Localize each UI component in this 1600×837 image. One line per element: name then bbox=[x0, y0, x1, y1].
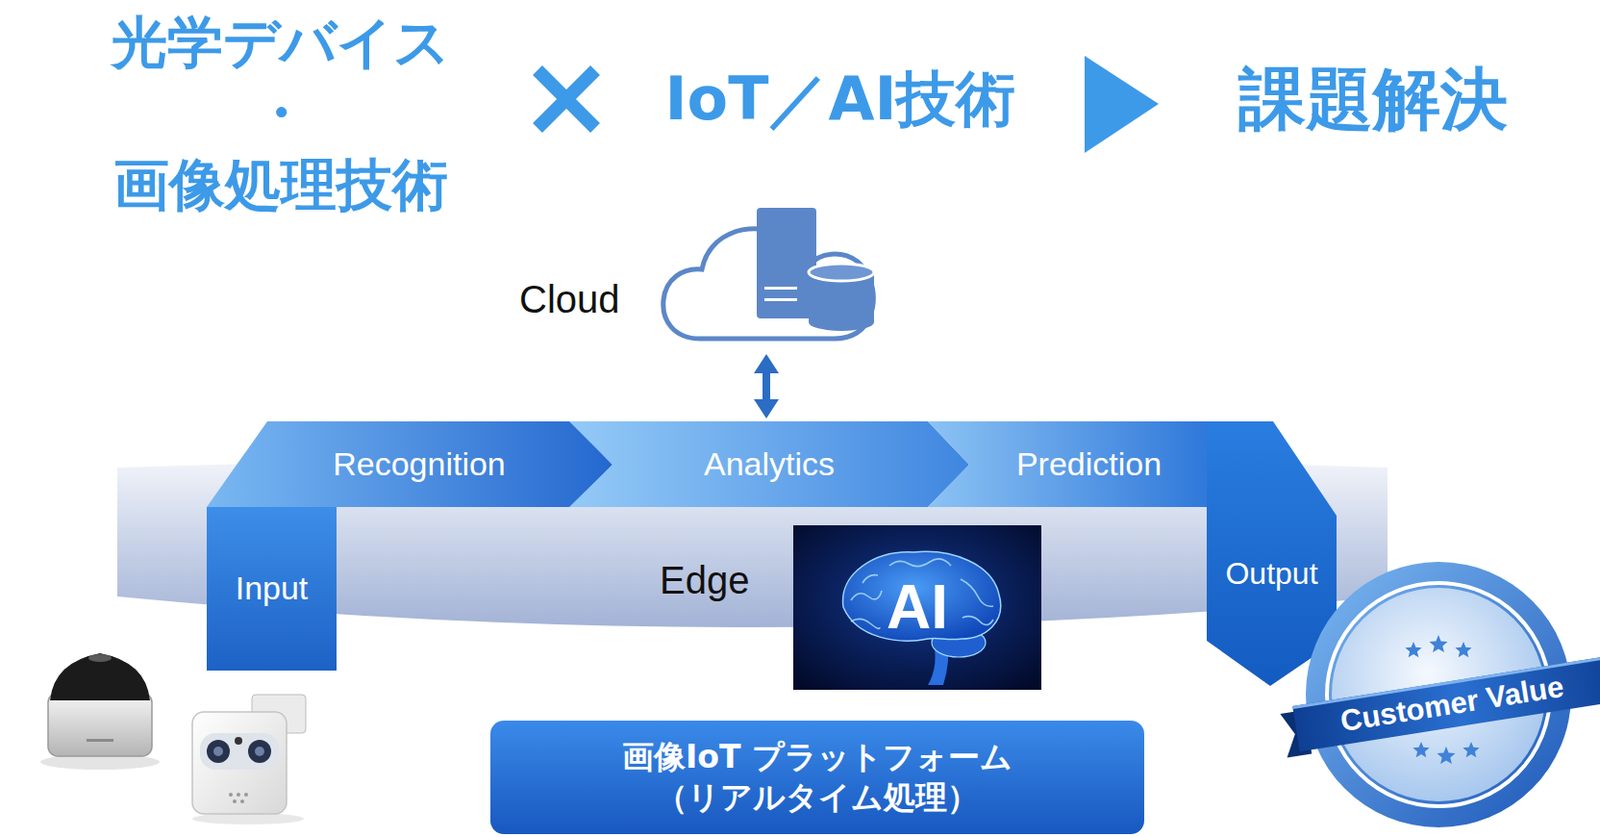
camera-face bbox=[200, 732, 279, 770]
camera-lens-glass bbox=[213, 746, 224, 756]
camera-body bbox=[192, 711, 287, 814]
brain-fold bbox=[962, 616, 994, 625]
camera-lens bbox=[248, 739, 272, 763]
brain-fold bbox=[889, 558, 951, 567]
database-top bbox=[808, 263, 875, 281]
ai-label: AI bbox=[886, 572, 949, 644]
edge-label: Edge bbox=[659, 557, 750, 602]
brain-fold bbox=[850, 618, 880, 628]
cloud-label: Cloud bbox=[519, 276, 621, 322]
ribbon-band bbox=[1292, 653, 1600, 751]
speaker-hole bbox=[228, 792, 233, 797]
cloud-node-shape bbox=[509, 197, 880, 351]
play-triangle bbox=[1084, 55, 1159, 153]
platform-box-shape bbox=[490, 720, 1145, 834]
times-mark bbox=[537, 70, 596, 128]
heading-text: ・ bbox=[252, 82, 309, 145]
flow-shape bbox=[927, 421, 1209, 507]
heading-text: 課題解決 bbox=[1238, 62, 1508, 137]
badge-star bbox=[1429, 634, 1449, 652]
heading-wrap: 画像処理技術 bbox=[113, 154, 449, 217]
input-box: Input bbox=[206, 506, 337, 671]
customer-value-badge: Customer Value bbox=[1305, 561, 1572, 827]
heading-wrap: IoT／AI技術 bbox=[664, 66, 1016, 132]
badge-outer bbox=[1305, 561, 1572, 827]
server-line bbox=[764, 286, 798, 290]
analytics-chevron: Analytics bbox=[569, 421, 970, 507]
platform-text: （リアルタイム処理） bbox=[655, 778, 979, 816]
io-label: Output bbox=[1225, 555, 1318, 592]
camera-sensor bbox=[234, 736, 243, 745]
camera-lens-glass bbox=[254, 746, 265, 756]
camera-dome bbox=[50, 652, 150, 700]
badge-star bbox=[1404, 641, 1422, 657]
speaker-hole bbox=[232, 799, 237, 803]
heading-wrap: ・ bbox=[252, 82, 309, 145]
badge-star bbox=[1462, 741, 1479, 757]
dome-camera bbox=[40, 652, 160, 770]
stage-label: Analytics bbox=[703, 445, 835, 483]
heading-wrap: 課題解決 bbox=[1238, 62, 1508, 137]
badge-ribbon bbox=[1278, 653, 1600, 758]
io-label: Input bbox=[235, 569, 309, 607]
platform-text: 画像IoT プラットフォーム bbox=[622, 738, 1013, 775]
camera-lens bbox=[206, 739, 230, 763]
heading-text: 画像処理技術 bbox=[113, 154, 449, 217]
badge-star bbox=[1454, 641, 1472, 657]
speaker-hole bbox=[240, 799, 245, 803]
speaker-hole bbox=[236, 792, 241, 797]
recognition-chevron: Recognition bbox=[206, 421, 613, 507]
database-bottom bbox=[808, 313, 875, 331]
brain-fold bbox=[862, 575, 878, 583]
heading-text: 光学デバイス bbox=[111, 12, 450, 75]
prediction-chevron: Prediction bbox=[927, 421, 1209, 507]
camera-shadow bbox=[192, 812, 304, 825]
heading-wrap: 光学デバイス bbox=[111, 12, 450, 75]
flow-shape bbox=[206, 506, 337, 671]
speaker-hole bbox=[244, 792, 249, 797]
brain-fold bbox=[960, 578, 994, 606]
heading-text: IoT／AI技術 bbox=[664, 66, 1016, 132]
badge-star bbox=[1437, 746, 1456, 764]
cloud-icon bbox=[663, 207, 875, 339]
times-stroke bbox=[537, 70, 596, 128]
double-arrow-connector bbox=[762, 367, 771, 405]
image-ground bbox=[793, 525, 1042, 690]
camera-base bbox=[48, 692, 152, 756]
ai-brain-box: AI bbox=[793, 525, 1042, 690]
brain-fold bbox=[850, 590, 882, 600]
platform-shape bbox=[490, 720, 1145, 834]
camera-slot bbox=[86, 738, 114, 742]
server-icon bbox=[756, 207, 817, 319]
platform-box: 画像IoT プラットフォーム（リアルタイム処理） bbox=[490, 720, 1145, 834]
stage-label: Recognition bbox=[332, 445, 506, 483]
badge-star bbox=[1412, 741, 1429, 757]
box-camera bbox=[192, 694, 306, 825]
flow-shape bbox=[569, 421, 970, 507]
stage-label: Prediction bbox=[1016, 445, 1162, 483]
flow-shape bbox=[206, 421, 613, 507]
cloud-node: Cloud bbox=[509, 197, 880, 351]
camera-highlight bbox=[88, 653, 112, 662]
times-stroke bbox=[537, 70, 596, 128]
server-line bbox=[764, 298, 798, 301]
